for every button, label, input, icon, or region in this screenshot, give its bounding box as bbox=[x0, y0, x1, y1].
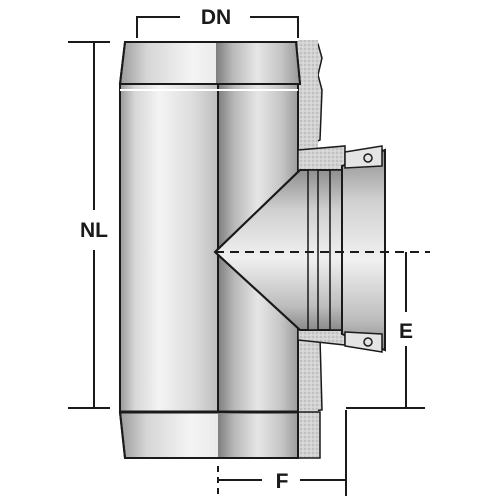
bottom-spigot-right bbox=[218, 414, 298, 458]
dn-label: DN bbox=[201, 6, 231, 29]
bottom-insulation bbox=[297, 411, 321, 459]
main-pipe-left bbox=[119, 83, 219, 413]
branch-ring-2 bbox=[329, 169, 343, 331]
f-label: F bbox=[276, 470, 289, 493]
nl-label: NL bbox=[80, 219, 108, 242]
branch-locking-band bbox=[341, 148, 386, 352]
e-label: E bbox=[399, 320, 413, 343]
top-collar-right bbox=[216, 42, 298, 84]
branch-ring-1 bbox=[307, 169, 319, 331]
